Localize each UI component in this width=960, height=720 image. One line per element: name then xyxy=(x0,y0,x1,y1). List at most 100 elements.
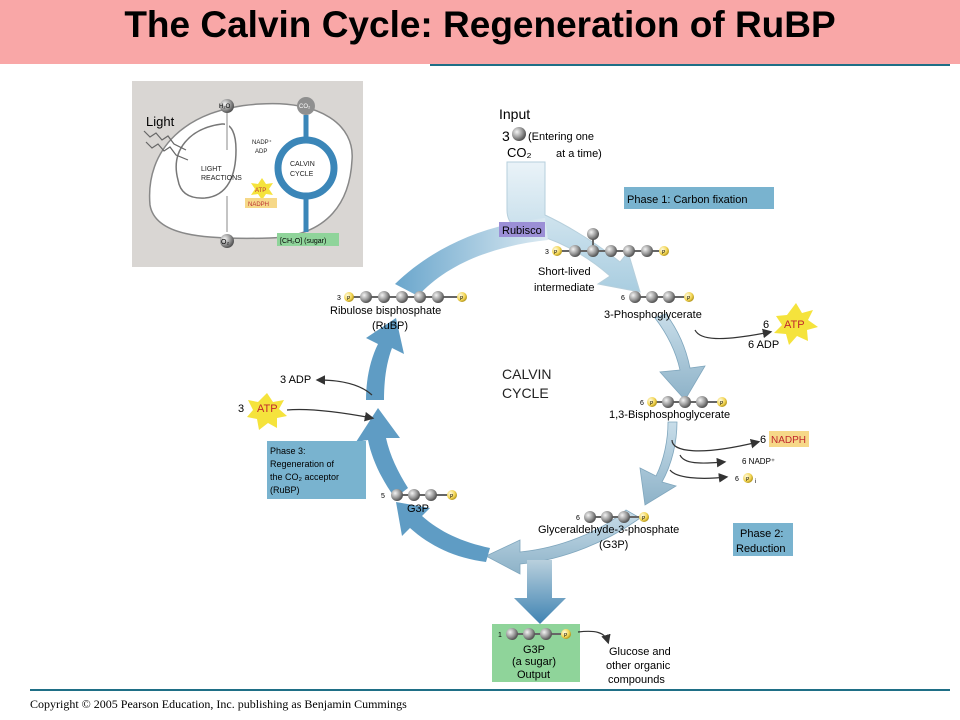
inset-light-reactions-2: REACTIONS xyxy=(201,175,242,182)
phase2-label-1: Phase 2: xyxy=(740,528,783,540)
cycle-arrow-fixation xyxy=(395,218,548,296)
carbon-icon xyxy=(663,291,675,303)
p-label: P xyxy=(650,401,654,407)
cycle-arrow-regeneration-1 xyxy=(396,502,490,562)
p-label: P xyxy=(720,401,724,407)
p-label: P xyxy=(564,633,568,639)
glucose-arrow xyxy=(577,630,611,645)
carbon-icon xyxy=(569,245,581,257)
rubp-name-1: Ribulose bisphosphate xyxy=(330,305,441,317)
phosphate-icon xyxy=(659,246,669,256)
phosphate-icon xyxy=(457,292,467,302)
nadp6-label: 6 NADP⁺ xyxy=(742,457,775,466)
inset-nadp-label: NADP⁺ xyxy=(252,139,272,146)
phosphate-icon xyxy=(647,397,657,407)
carbon-icon xyxy=(396,291,408,303)
glucose-line-2: other organic xyxy=(606,660,671,672)
inset-atp-icon xyxy=(251,178,273,200)
title-rule xyxy=(430,64,950,66)
atp6-label: ATP xyxy=(784,319,805,331)
pga-name: 3-Phosphoglycerate xyxy=(604,309,702,321)
short-lived-1: Short-lived xyxy=(538,266,591,278)
inset-calvin-2: CYCLE xyxy=(290,171,314,178)
phosphate-icon xyxy=(684,292,694,302)
phase3-line-4: (RuBP) xyxy=(270,485,300,495)
input-label: Input xyxy=(499,106,530,122)
carbon-icon xyxy=(618,511,630,523)
carbon-icon xyxy=(587,245,599,257)
adp6-label: 6 ADP xyxy=(748,339,779,351)
carbon-icon xyxy=(696,396,708,408)
pi6-count: 6 xyxy=(735,476,739,483)
phase3-line-2: Regeneration of xyxy=(270,459,335,469)
inset-atp-label: ATP xyxy=(255,188,266,194)
g3p-molecule: 6 P xyxy=(576,511,649,523)
p-label: P xyxy=(746,477,750,483)
cycle-arrow-regeneration-2 xyxy=(356,408,408,498)
atp3-count: 3 xyxy=(238,403,244,415)
title-bar xyxy=(0,0,960,64)
pga-count: 6 xyxy=(621,295,625,302)
phosphate-icon xyxy=(447,490,457,500)
rubisco-box xyxy=(499,222,545,237)
p-label: P xyxy=(460,296,464,302)
phase2-label-2: Reduction xyxy=(736,543,786,555)
pga-molecule: 6 P xyxy=(621,291,694,303)
nadph6-label: NADPH xyxy=(771,435,806,446)
phosphate-icon xyxy=(344,292,354,302)
thylakoid xyxy=(175,123,237,199)
cycle-arrow-reduction xyxy=(639,421,678,506)
h2o-molecule-icon xyxy=(220,99,234,113)
phosphate-icon xyxy=(743,473,753,483)
intermediate-molecule: 3 P P xyxy=(545,228,669,257)
inset-h2o-label: H₂O xyxy=(219,104,231,110)
inset-sugar-box xyxy=(277,233,339,246)
carbon-icon xyxy=(623,245,635,257)
carbon-icon xyxy=(414,291,426,303)
pi-label: i xyxy=(755,479,756,485)
atp-star-icon xyxy=(247,393,287,430)
cycle-label-1: CALVIN xyxy=(502,366,552,382)
phase3-box xyxy=(267,441,366,499)
output-arrow xyxy=(514,560,566,624)
o2-molecule-icon xyxy=(220,234,234,248)
cycle-arrow-g3p xyxy=(485,509,641,575)
phosphate-icon xyxy=(639,512,649,522)
p-label: P xyxy=(347,296,351,302)
carbon-icon xyxy=(629,291,641,303)
p-label: P xyxy=(642,516,646,522)
adp3-arrow xyxy=(315,375,373,396)
bpg-molecule: 6 P P xyxy=(640,396,727,408)
nadph6-count: 6 xyxy=(760,434,766,446)
carbon-icon xyxy=(378,291,390,303)
g3p6-name-2: (G3P) xyxy=(599,539,628,551)
co2-molecule-icon xyxy=(297,97,315,115)
carbon-icon xyxy=(646,291,658,303)
g3p5-molecule: 5 P xyxy=(381,489,457,501)
phase1-label: Phase 1: Carbon fixation xyxy=(627,194,747,206)
output-count: 1 xyxy=(498,632,502,639)
inset-nadph-label: NADPH xyxy=(248,202,269,208)
g3p5-count: 5 xyxy=(381,493,385,500)
inset-nadph-box xyxy=(245,198,277,208)
bpg-name: 1,3-Bisphosphoglycerate xyxy=(609,409,730,421)
carbon-icon xyxy=(540,628,552,640)
atp-star-icon xyxy=(774,303,818,345)
inset-calvin-1: CALVIN xyxy=(290,161,315,168)
copyright: Copyright © 2005 Pearson Education, Inc.… xyxy=(30,697,407,711)
inset-light-reactions-1: LIGHT xyxy=(201,166,222,173)
input-co2: CO₂ xyxy=(507,145,532,160)
input-note-2: at a time) xyxy=(556,148,602,160)
carbon-icon xyxy=(408,489,420,501)
chloroplast-inset: Light H₂O LIGHT REACTIONS O₂ CO₂ CALVIN … xyxy=(132,81,363,267)
output-label: Output xyxy=(517,669,550,681)
phase3-line-3: the CO₂ acceptor xyxy=(270,472,339,482)
intermediate-count: 3 xyxy=(545,249,549,256)
phase2-box xyxy=(733,523,793,556)
g3p6-name-1: Glyceraldehyde-3-phosphate xyxy=(538,524,679,536)
rubp-molecule: 3 P P xyxy=(337,291,467,303)
output-g3p-molecule: 1 P xyxy=(498,628,571,640)
glucose-line-3: compounds xyxy=(608,674,665,686)
bottom-rule xyxy=(30,689,950,691)
